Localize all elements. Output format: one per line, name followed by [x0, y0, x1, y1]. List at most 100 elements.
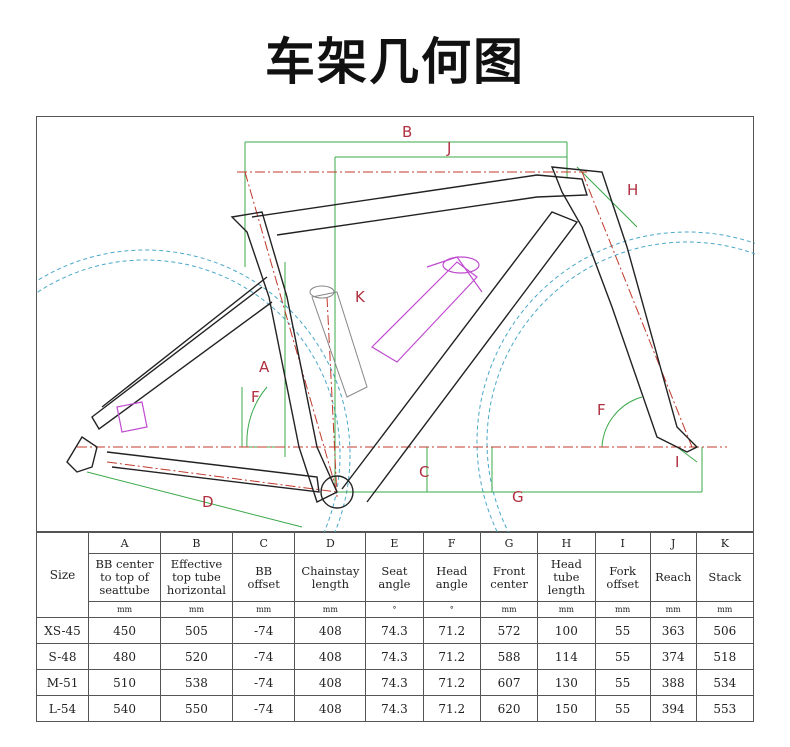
dim-label-d: D [202, 493, 214, 511]
dim-label-k: K [355, 288, 366, 306]
desc-line: Seat [381, 563, 408, 578]
size-cell: L-54 [35, 695, 90, 722]
value-cell: 55 [594, 617, 651, 644]
desc-line: top tube [172, 570, 221, 584]
dim-label-b: B [402, 123, 412, 141]
desc-line: Effective [170, 557, 223, 571]
col-letter: J [649, 532, 697, 554]
dim-label-i: I [675, 453, 679, 471]
desc-line: length [547, 583, 586, 597]
rear-wheel-arc [37, 259, 341, 533]
value-cell: 150 [537, 695, 596, 722]
value-cell: 550 [160, 695, 233, 722]
col-desc: Stack [695, 553, 755, 602]
value-cell: 480 [88, 643, 161, 670]
desc-line: length [311, 576, 349, 591]
desc-line: BB center [95, 557, 154, 571]
col-letter: H [537, 532, 596, 554]
col-letter: K [695, 532, 755, 554]
desc-line: horizontal [166, 583, 226, 597]
table-row: XS-45 450 505 -74 408 74.3 71.2 572 100 … [35, 617, 755, 644]
size-cell: XS-45 [35, 617, 90, 644]
value-cell: -74 [231, 643, 296, 670]
value-cell: 534 [695, 669, 755, 696]
desc-line: offset [247, 576, 280, 591]
col-letter: F [422, 532, 481, 554]
value-cell: -74 [231, 695, 296, 722]
value-cell: 450 [88, 617, 161, 644]
desc-line: Reach [655, 570, 692, 584]
size-header: Size [35, 532, 90, 618]
size-cell: M-51 [35, 669, 90, 696]
col-letter: I [594, 532, 651, 554]
dim-label-j: J [446, 139, 451, 157]
col-letter: E [365, 532, 424, 554]
table-row: M-51 510 538 -74 408 74.3 71.2 607 130 5… [35, 669, 755, 696]
col-letter: G [479, 532, 539, 554]
desc-line: seattube [99, 583, 150, 597]
value-cell: 71.2 [422, 695, 481, 722]
desc-line: angle [378, 576, 411, 591]
value-cell: 510 [88, 669, 161, 696]
frame-geometry-drawing: B J H K A F F C I D G [36, 116, 755, 533]
value-cell: 572 [479, 617, 539, 644]
desc-line: angle [435, 576, 468, 591]
value-cell: 74.3 [365, 643, 424, 670]
col-unit: ° [422, 601, 481, 618]
value-cell: 588 [479, 643, 539, 670]
col-letter: D [294, 532, 367, 554]
value-cell: 74.3 [365, 695, 424, 722]
value-cell: 520 [160, 643, 233, 670]
desc-line: Head [436, 563, 468, 578]
col-unit: mm [88, 601, 161, 618]
table-row: L-54 540 550 -74 408 74.3 71.2 620 150 5… [35, 695, 755, 722]
col-unit: mm [479, 601, 539, 618]
dim-label-g: G [512, 488, 524, 506]
value-cell: -74 [231, 617, 296, 644]
value-cell: 55 [594, 669, 651, 696]
value-cell: 505 [160, 617, 233, 644]
value-cell: 71.2 [422, 669, 481, 696]
value-cell: 408 [294, 695, 367, 722]
value-cell: 506 [695, 617, 755, 644]
value-cell: 408 [294, 617, 367, 644]
value-cell: 620 [479, 695, 539, 722]
dim-label-h: H [627, 181, 638, 199]
value-cell: 55 [594, 643, 651, 670]
desc-line: Front [492, 563, 526, 578]
col-desc: Reach [649, 553, 697, 602]
value-cell: 394 [649, 695, 697, 722]
value-cell: 518 [695, 643, 755, 670]
value-cell: 540 [88, 695, 161, 722]
value-cell: 388 [649, 669, 697, 696]
dim-label-a: A [259, 358, 270, 376]
value-cell: 74.3 [365, 669, 424, 696]
dim-label-f-left: F [251, 388, 260, 406]
dim-label-f-right: F [597, 401, 606, 419]
col-unit: mm [649, 601, 697, 618]
value-cell: 374 [649, 643, 697, 670]
value-cell: 408 [294, 643, 367, 670]
value-cell: 71.2 [422, 617, 481, 644]
col-letter: B [160, 532, 233, 554]
desc-line: Chainstay [301, 563, 360, 578]
col-unit: mm [695, 601, 755, 618]
value-cell: 74.3 [365, 617, 424, 644]
desc-line: to top of [100, 570, 150, 584]
value-cell: 408 [294, 669, 367, 696]
value-cell: 538 [160, 669, 233, 696]
col-letter: C [231, 532, 296, 554]
value-cell: 130 [537, 669, 596, 696]
col-unit: mm [537, 601, 596, 618]
col-unit: mm [231, 601, 296, 618]
front-wheel-arc-outer [476, 231, 755, 533]
value-cell: 114 [537, 643, 596, 670]
col-unit: mm [594, 601, 651, 618]
